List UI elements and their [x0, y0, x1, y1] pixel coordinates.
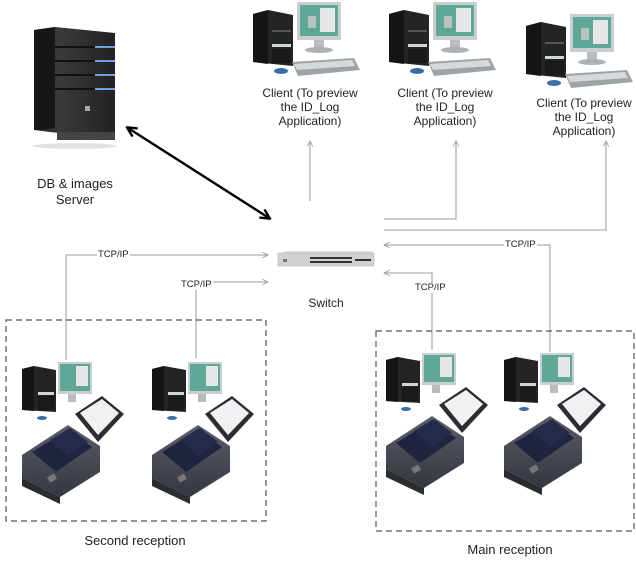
client-computer-icon	[253, 2, 360, 76]
server-label: DB & images Server	[37, 176, 113, 207]
link-main-reception-1	[384, 273, 433, 350]
main-reception-label: Main reception	[467, 542, 553, 557]
second-reception-group	[5, 319, 267, 522]
tcp-label-main-1: TCP/IP	[414, 282, 447, 293]
tcp-label-main-2: TCP/IP	[504, 239, 537, 250]
client-label-3: Client (To preview the ID_Log Applicatio…	[536, 96, 632, 138]
link-switch-client-3	[384, 141, 606, 231]
client-computer-icon-3	[526, 14, 633, 88]
tcp-label-second-2: TCP/IP	[180, 279, 213, 290]
server-icon	[33, 27, 117, 149]
reception-workstation-icon-2	[152, 362, 254, 504]
reception-workstation-icon-3	[386, 353, 488, 495]
second-reception-label: Second reception	[84, 533, 186, 548]
link-second-reception-1	[65, 255, 268, 360]
link-switch-client-2	[384, 141, 456, 220]
switch-label: Switch	[308, 296, 344, 310]
client-computer-icon-2	[389, 2, 496, 76]
client-label-2: Client (To preview the ID_Log Applicatio…	[397, 86, 493, 128]
reception-workstation-icon	[22, 362, 124, 504]
server-switch-link	[128, 128, 269, 218]
network-switch-icon	[277, 251, 375, 267]
main-reception-group	[375, 330, 635, 532]
link-main-reception-2	[384, 245, 551, 352]
tcp-label-second-1: TCP/IP	[97, 249, 130, 260]
reception-workstation-icon-4	[504, 353, 606, 495]
client-label-1: Client (To preview the ID_Log Applicatio…	[262, 86, 358, 128]
